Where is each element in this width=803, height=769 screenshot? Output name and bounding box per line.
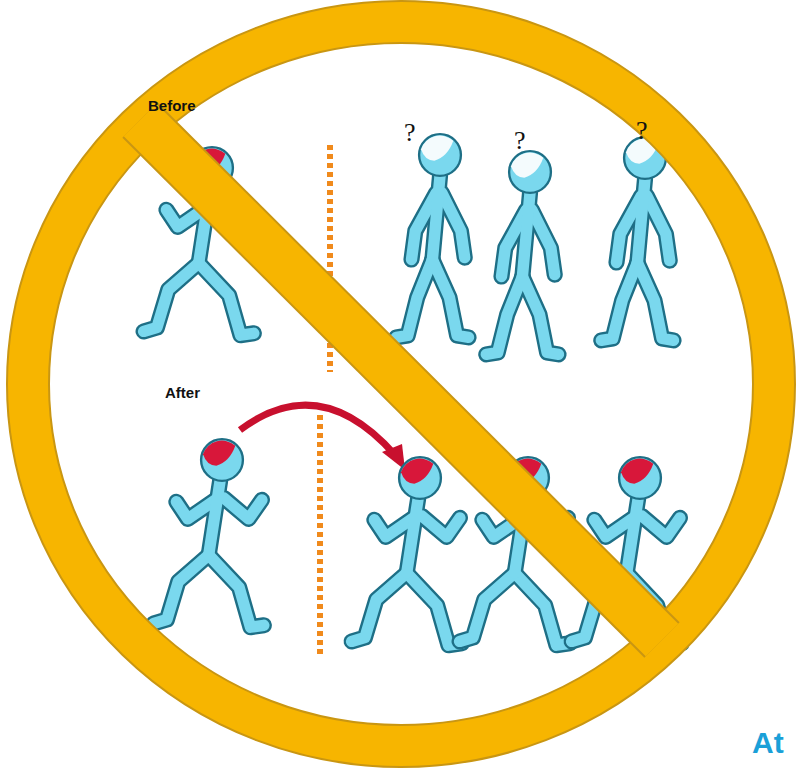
prohibition-ring — [28, 22, 774, 746]
prohibition-ring-edge — [28, 22, 774, 746]
dotted-line — [317, 415, 323, 655]
question-mark: ? — [636, 118, 648, 144]
prohibition-slash — [140, 120, 662, 640]
question-mark: ? — [514, 128, 526, 154]
question-mark: ? — [404, 120, 416, 146]
runner-figure — [352, 457, 462, 645]
confused-figure — [396, 134, 468, 337]
row-heading: After — [165, 385, 200, 400]
transfer-arrow — [240, 405, 395, 455]
row-heading: Before — [148, 98, 196, 113]
runner-figure — [154, 439, 264, 627]
confused-figure — [486, 151, 558, 354]
confused-figure — [601, 137, 673, 340]
cut-off-text: At — [752, 728, 784, 758]
prohibition-slash-edge — [140, 120, 662, 640]
